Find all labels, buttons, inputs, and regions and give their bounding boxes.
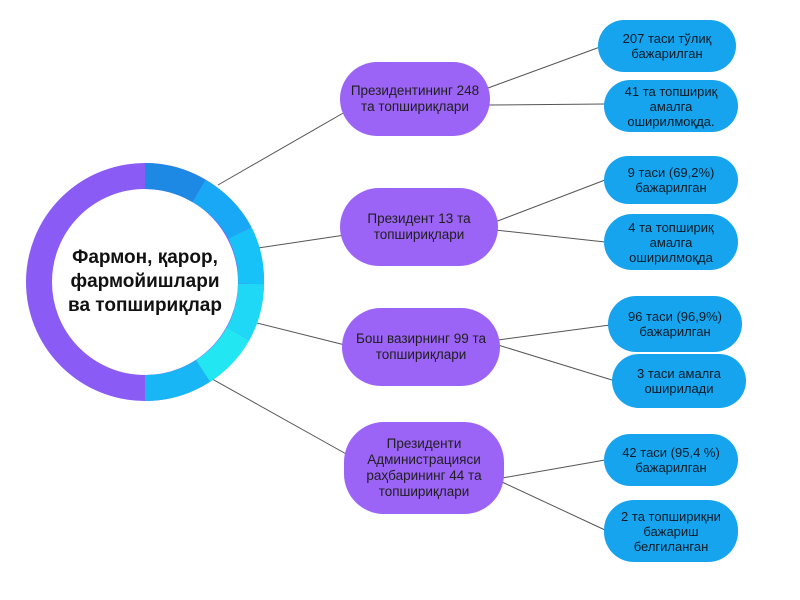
ring-segment-3 xyxy=(228,227,265,285)
center-ring xyxy=(26,163,265,402)
connector-b3-l1 xyxy=(497,324,611,341)
branch-node-3: Бош вазирнинг 99 та топшириқлари xyxy=(342,308,500,386)
connector-b4-l2 xyxy=(501,481,606,531)
connector-center-branch-3 xyxy=(244,319,346,346)
connector-center-branch-4 xyxy=(204,374,349,456)
leaf-label-2-1: 9 таси (69,2%) бажарилган xyxy=(627,165,715,195)
branch-node-4: Президенти Администрацияси раҳбарининг 4… xyxy=(344,422,504,514)
leaf-label-1-1: 207 таси тўлиқ бажарилган xyxy=(622,31,712,61)
leaf-label-1-2: 41 та топшириқ амалга оширилмоқда. xyxy=(624,83,718,129)
leaf-label-2-2: 4 та топшириқ амалга оширилмоқда xyxy=(628,219,714,265)
leaf-node-1-2: 41 та топшириқ амалга оширилмоқда. xyxy=(604,80,738,132)
leaf-label-4-1: 42 таси (95,4 %) бажарилган xyxy=(622,445,720,475)
connector-center-branch-2 xyxy=(244,234,346,251)
leaf-node-4-1: 42 таси (95,4 %) бажарилган xyxy=(604,434,738,486)
leaf-label-4-2: 2 та топшириқни бажариш белгиланган xyxy=(621,508,721,554)
center-title: Фармон, қарор, фармойишлари ва топшириқл… xyxy=(68,247,222,316)
ring-segment-6 xyxy=(144,359,211,402)
ring-segment-1 xyxy=(144,163,206,203)
ring-segment-4 xyxy=(226,283,264,341)
leaf-label-3-1: 96 таси (96,9%) бажарилган xyxy=(627,309,722,339)
leaf-node-3-1: 96 таси (96,9%) бажарилган xyxy=(608,296,742,352)
leaf-node-4-2: 2 та топшириқни бажариш белгиланган xyxy=(604,500,738,562)
branch-label-3: Бош вазирнинг 99 та топшириқлари xyxy=(356,331,486,362)
ring-segment-5 xyxy=(195,327,250,382)
connector-b3-l2 xyxy=(497,344,613,381)
leaf-node-2-1: 9 таси (69,2%) бажарилган xyxy=(604,156,738,204)
connector-b1-l2 xyxy=(487,103,606,106)
connector-b2-l2 xyxy=(494,229,606,243)
connector-lines xyxy=(204,46,613,531)
ring-segment-2 xyxy=(192,179,252,240)
connector-b2-l1 xyxy=(494,179,606,223)
leaf-node-2-2: 4 та топшириқ амалга оширилмоқда xyxy=(604,214,738,270)
branch-label-4: Президенти Администрацияси раҳбарининг 4… xyxy=(366,436,482,499)
branch-node-1: Президентининг 248 та топшириқлари xyxy=(340,62,490,136)
leaf-node-1-1: 207 таси тўлиқ бажарилган xyxy=(598,20,736,72)
branch-node-2: Президент 13 та топшириқлари xyxy=(340,188,498,266)
leaf-node-3-2: 3 таси амалга оширилади xyxy=(612,354,746,408)
connector-b1-l1 xyxy=(487,46,601,89)
leaf-label-3-2: 3 таси амалга оширилади xyxy=(637,366,721,396)
connector-b4-l1 xyxy=(501,459,606,479)
branch-label-2: Президент 13 та топшириқлари xyxy=(367,211,471,242)
branch-label-1: Президентининг 248 та топшириқлари xyxy=(350,83,480,114)
connector-center-branch-1 xyxy=(217,111,346,186)
